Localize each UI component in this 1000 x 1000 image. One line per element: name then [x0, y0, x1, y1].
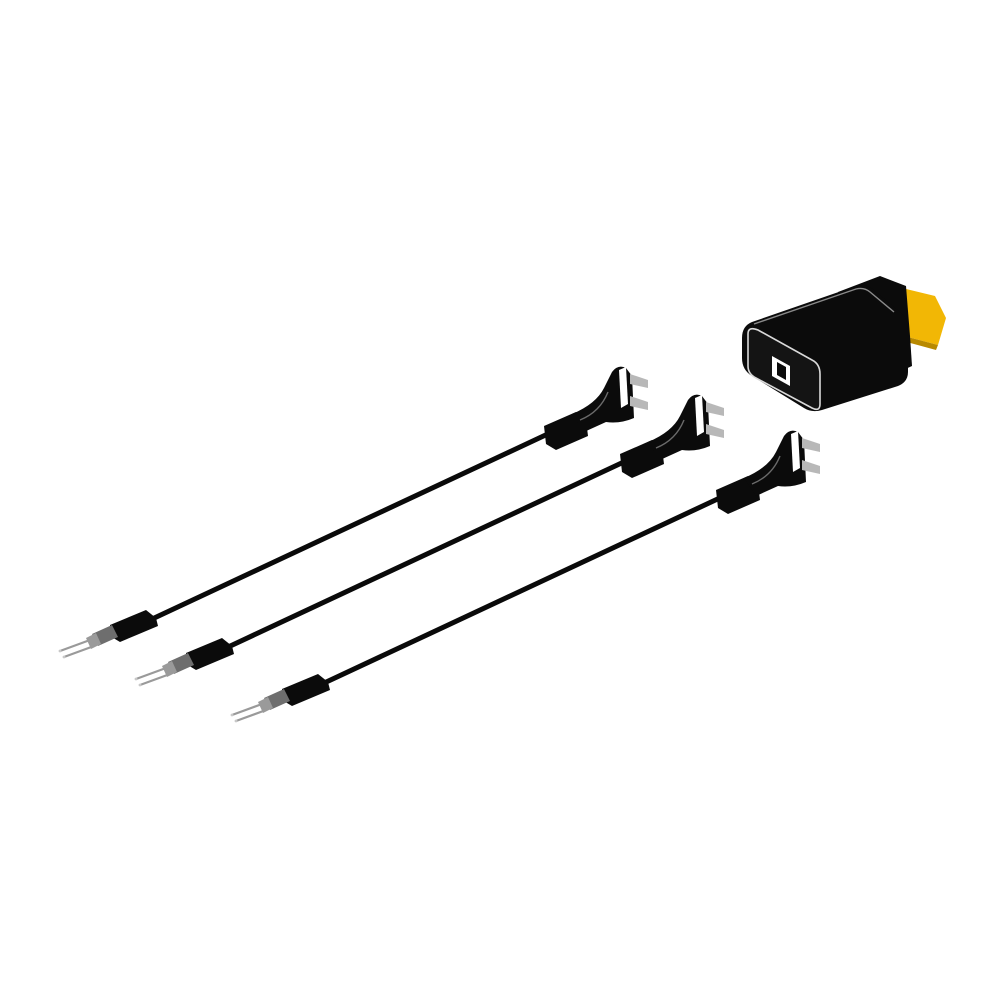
pin-1 — [230, 702, 264, 717]
pin-connector-boot — [110, 610, 158, 642]
header-prong-bottom — [630, 396, 648, 410]
header-prong-top — [706, 402, 724, 416]
adapter-hub — [742, 276, 946, 412]
header-contact-face — [619, 367, 628, 408]
header-prong-bottom — [706, 424, 724, 438]
pin-connector-sleeve — [162, 661, 177, 677]
pin-1 — [58, 638, 92, 653]
pin-2 — [138, 672, 172, 687]
cable-3 — [230, 430, 820, 723]
header-prong-top — [630, 374, 648, 388]
pin-connector-sleeve — [86, 633, 101, 649]
pin-1 — [134, 666, 168, 681]
header-highlight — [579, 391, 609, 421]
pin-tip-1 — [58, 649, 62, 653]
pin-connector-boot — [186, 638, 234, 670]
adapter-top-edge — [753, 287, 895, 325]
cable-wire — [223, 457, 631, 651]
adapter-port-inner — [777, 362, 786, 380]
cable-1 — [58, 366, 648, 659]
pin-tip-2 — [138, 683, 142, 687]
pin-2 — [62, 644, 96, 659]
pin-tip-1 — [230, 713, 234, 717]
header-prong-top — [802, 438, 820, 452]
pin-2 — [234, 708, 268, 723]
pin-connector-sleeve — [258, 697, 273, 713]
header-prong-bottom — [802, 460, 820, 474]
pin-tip-1 — [134, 677, 138, 681]
cable-wire — [319, 493, 727, 687]
cable-wire — [147, 429, 555, 623]
cable-2 — [134, 394, 724, 687]
header-highlight — [751, 455, 781, 485]
header-contact-face — [695, 395, 704, 436]
pin-connector-boot — [282, 674, 330, 706]
pin-tip-2 — [234, 719, 238, 723]
adapter-yellow-plug-shade — [903, 336, 938, 350]
cables-group — [58, 366, 820, 723]
header-highlight — [655, 419, 685, 449]
header-contact-face — [791, 431, 800, 472]
pin-tip-2 — [62, 655, 66, 659]
